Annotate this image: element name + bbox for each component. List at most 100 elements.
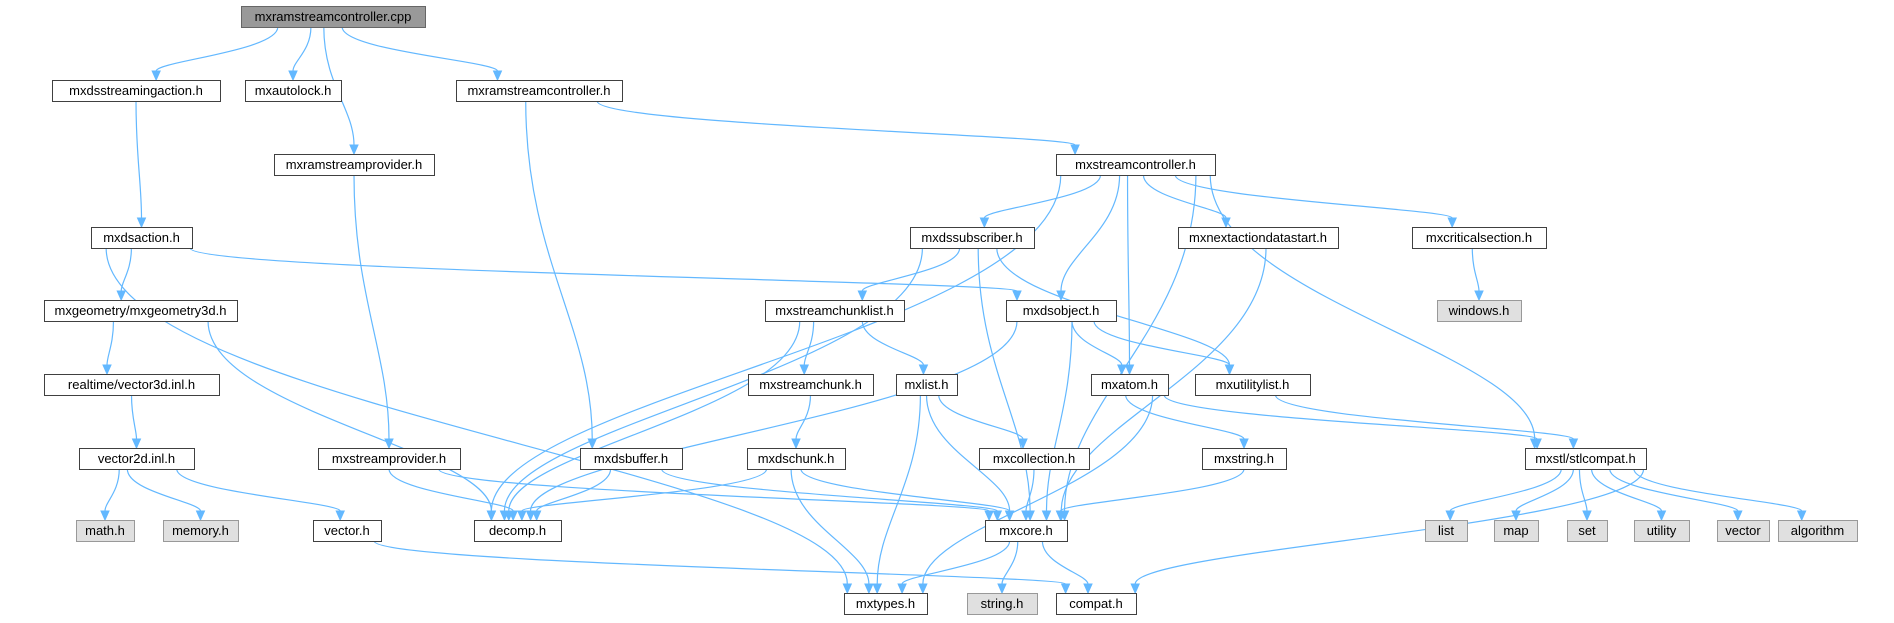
node-label: mxnextactiondatastart.h: [1189, 230, 1327, 245]
edge-mxatom-h-to-mxstl-stlcompat-h: [1163, 394, 1542, 450]
node-label: realtime/vector3d.inl.h: [68, 377, 195, 392]
node-mxramstreamcontroller-cpp[interactable]: mxramstreamcontroller.cpp: [241, 6, 426, 28]
node-mxcollection-h[interactable]: mxcollection.h: [979, 448, 1090, 470]
node-label: vector2d.inl.h: [98, 451, 175, 466]
edge-mxatom-h-to-mxstring-h: [1125, 394, 1249, 450]
edges-layer: [100, 26, 1807, 595]
node-mxstring-h[interactable]: mxstring.h: [1202, 448, 1287, 470]
node-label: map: [1503, 523, 1528, 538]
edge-mxstreamchunklist-h-to-mxstreamchunk-h: [799, 320, 815, 376]
node-mxutilitylist-h[interactable]: mxutilitylist.h: [1195, 374, 1311, 396]
node-label: mxcriticalsection.h: [1426, 230, 1532, 245]
node-mxstl-stlcompat-h[interactable]: mxstl/stlcompat.h: [1525, 448, 1647, 470]
edge-mxdsobject-h-to-mxutilitylist-h: [1093, 320, 1235, 376]
edge-mxstl-stlcompat-h-to-map: [1511, 468, 1574, 522]
node-label: mxautolock.h: [255, 83, 332, 98]
node-label: mxatom.h: [1101, 377, 1158, 392]
node-mxdssubscriber-h[interactable]: mxdssubscriber.h: [910, 227, 1035, 249]
node-label: mxdschunk.h: [758, 451, 835, 466]
edge-mxlist-h-to-mxcollection-h: [938, 394, 1028, 450]
node-mxdsstreamingaction-h[interactable]: mxdsstreamingaction.h: [52, 80, 221, 102]
node-label: windows.h: [1448, 303, 1510, 318]
edge-mxramstreamcontroller-cpp-to-mxautolock-h: [288, 26, 312, 82]
edge-mxstl-stlcompat-h-to-compat-h: [1130, 468, 1645, 595]
node-mxstreamchunklist-h[interactable]: mxstreamchunklist.h: [765, 300, 905, 322]
node-label: mxdsaction.h: [103, 230, 180, 245]
node-mxlist-h[interactable]: mxlist.h: [896, 374, 958, 396]
node-label: mxramstreamcontroller.cpp: [255, 9, 412, 24]
node-vector-h[interactable]: vector.h: [313, 520, 382, 542]
node-list: list: [1425, 520, 1468, 542]
node-vector2d-inl-h[interactable]: vector2d.inl.h: [79, 448, 195, 470]
edge-mxdschunk-h-to-mxtypes-h: [790, 468, 874, 595]
node-math-h: math.h: [76, 520, 135, 542]
node-label: mxdsobject.h: [1023, 303, 1100, 318]
edge-mxstl-stlcompat-h-to-algorithm: [1633, 468, 1807, 522]
node-label: mxstring.h: [1214, 451, 1274, 466]
node-label: mxcollection.h: [993, 451, 1075, 466]
edge-mxdschunk-h-to-decomp-h: [517, 468, 768, 522]
edge-realtime-vector3d-inl-h-to-vector2d-inl-h: [130, 394, 142, 450]
edge-mxdsobject-h-to-mxatom-h: [1071, 320, 1127, 376]
edge-mxramstreamcontroller-h-to-mxstreamcontroller-h: [596, 100, 1080, 156]
node-label: set: [1578, 523, 1596, 538]
node-compat-h[interactable]: compat.h: [1056, 593, 1137, 615]
node-mxcriticalsection-h[interactable]: mxcriticalsection.h: [1412, 227, 1547, 249]
node-mxautolock-h[interactable]: mxautolock.h: [245, 80, 342, 102]
edge-vector2d-inl-h-to-memory-h: [126, 468, 206, 522]
edge-mxcore-h-to-string-h: [997, 540, 1019, 595]
node-label: mxcore.h: [999, 523, 1052, 538]
edge-mxcriticalsection-h-to-windows-h: [1471, 247, 1484, 302]
edge-mxstreamchunk-h-to-mxdschunk-h: [791, 394, 812, 450]
edge-mxdsaction-h-to-mxdsobject-h: [189, 247, 1022, 302]
node-label: list: [1438, 523, 1454, 538]
node-mxdsobject-h[interactable]: mxdsobject.h: [1006, 300, 1117, 322]
node-mxtypes-h[interactable]: mxtypes.h: [844, 593, 928, 615]
edge-mxdsaction-h-to-mxgeometry-mxgeometry3d-h: [116, 247, 132, 302]
node-realtime-vector3d-inl-h[interactable]: realtime/vector3d.inl.h: [44, 374, 220, 396]
edge-mxstreamchunklist-h-to-mxlist-h: [861, 320, 929, 376]
node-label: mxstreamchunklist.h: [775, 303, 893, 318]
edge-mxstreamcontroller-h-to-mxatom-h: [1124, 174, 1135, 376]
node-mxstreamcontroller-h[interactable]: mxstreamcontroller.h: [1056, 154, 1216, 176]
node-mxramstreamcontroller-h[interactable]: mxramstreamcontroller.h: [456, 80, 623, 102]
edge-mxstl-stlcompat-h-to-utility: [1590, 468, 1667, 522]
node-label: vector.h: [324, 523, 370, 538]
node-mxcore-h[interactable]: mxcore.h: [985, 520, 1068, 542]
node-label: mxstreamchunk.h: [759, 377, 862, 392]
node-mxnextactiondatastart-h[interactable]: mxnextactiondatastart.h: [1178, 227, 1339, 249]
edge-mxramstreamcontroller-cpp-to-mxramstreamcontroller-h: [341, 26, 503, 82]
node-mxramstreamprovider-h[interactable]: mxramstreamprovider.h: [274, 154, 435, 176]
node-label: utility: [1647, 523, 1677, 538]
edge-mxcollection-h-to-mxcore-h: [1021, 468, 1035, 522]
node-label: mxstreamprovider.h: [332, 451, 446, 466]
edge-mxdssubscriber-h-to-mxstreamchunklist-h: [857, 247, 961, 302]
node-map: map: [1494, 520, 1539, 542]
edge-vector2d-inl-h-to-vector-h: [176, 468, 345, 522]
edge-mxstreamprovider-h-to-decomp-h: [388, 468, 518, 522]
node-label: mxtypes.h: [856, 596, 915, 611]
node-mxdschunk-h[interactable]: mxdschunk.h: [747, 448, 846, 470]
edge-mxdsobject-h-to-mxcore-h: [1041, 320, 1073, 522]
node-label: algorithm: [1791, 523, 1844, 538]
node-label: mxstreamcontroller.h: [1075, 157, 1196, 172]
edge-mxgeometry-mxgeometry3d-h-to-decomp-h: [207, 320, 497, 522]
node-mxdsbuffer-h[interactable]: mxdsbuffer.h: [580, 448, 683, 470]
node-string-h: string.h: [967, 593, 1038, 615]
node-label: mxdsstreamingaction.h: [69, 83, 203, 98]
edge-mxcore-h-to-compat-h: [1041, 540, 1093, 595]
node-mxdsaction-h[interactable]: mxdsaction.h: [91, 227, 193, 249]
node-label: mxstl/stlcompat.h: [1535, 451, 1635, 466]
node-decomp-h[interactable]: decomp.h: [474, 520, 562, 542]
edge-mxdsstreamingaction-h-to-mxdsaction-h: [135, 100, 147, 229]
edge-mxstreamcontroller-h-to-mxdssubscriber-h: [979, 174, 1102, 229]
edge-mxstreamcontroller-h-to-mxcriticalsection-h: [1174, 174, 1457, 229]
node-mxstreamprovider-h[interactable]: mxstreamprovider.h: [318, 448, 461, 470]
node-label: string.h: [981, 596, 1024, 611]
node-mxgeometry-mxgeometry3d-h[interactable]: mxgeometry/mxgeometry3d.h: [44, 300, 238, 322]
node-mxatom-h[interactable]: mxatom.h: [1091, 374, 1169, 396]
node-label: vector: [1725, 523, 1761, 538]
edge-mxstreamcontroller-h-to-mxdsobject-h: [1056, 174, 1121, 302]
node-mxstreamchunk-h[interactable]: mxstreamchunk.h: [748, 374, 874, 396]
